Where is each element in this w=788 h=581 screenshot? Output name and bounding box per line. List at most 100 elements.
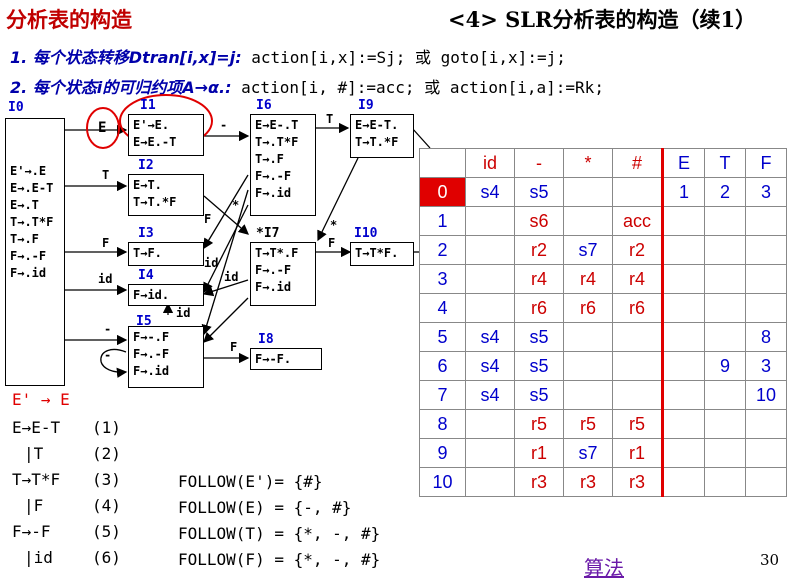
state-cell: 4 bbox=[419, 293, 466, 323]
edge-label-id-i7: id bbox=[224, 270, 239, 284]
table-cell: r6 bbox=[514, 293, 564, 323]
grammar-rule: E→E-T bbox=[12, 418, 60, 437]
state-cell: 5 bbox=[419, 322, 466, 352]
grammar-rule-num: (1) bbox=[92, 418, 121, 437]
edge-label-minus-i1-i6: - bbox=[220, 118, 228, 132]
table-cell: r6 bbox=[563, 293, 613, 323]
table-cell bbox=[745, 264, 787, 294]
state-item: E→E-.T bbox=[255, 118, 299, 132]
state-i8: F→-F. bbox=[250, 348, 322, 370]
table-cell bbox=[563, 380, 613, 410]
state-i9: E→E-T. T→T.*F bbox=[350, 114, 414, 158]
table-cell bbox=[563, 177, 613, 207]
table-cell bbox=[465, 409, 515, 439]
table-cell: r5 bbox=[514, 409, 564, 439]
state-i4: F→id. bbox=[128, 284, 204, 306]
table-cell: s5 bbox=[514, 351, 564, 381]
table-row: 2 r2 s7 r2 bbox=[419, 235, 787, 265]
state-item: F→.id bbox=[255, 186, 292, 200]
table-cell bbox=[465, 206, 515, 236]
table-cell bbox=[704, 322, 746, 352]
state-cell: 2 bbox=[419, 235, 466, 265]
edge-label-star-i2: * bbox=[232, 198, 240, 212]
state-item: F→-F. bbox=[255, 352, 292, 366]
state-item: E'→.E bbox=[10, 164, 47, 178]
edge-label-f-i7: F bbox=[328, 236, 336, 250]
table-row: 4 r6 r6 r6 bbox=[419, 293, 787, 323]
table-cell: r3 bbox=[514, 467, 564, 497]
state-item: E→.E-T bbox=[10, 181, 54, 195]
state-item: T→T*.F bbox=[255, 246, 299, 260]
table-cell bbox=[465, 293, 515, 323]
table-cell bbox=[662, 264, 705, 294]
page-number: 30 bbox=[760, 551, 780, 569]
table-row: 7 s4 s5 10 bbox=[419, 380, 787, 410]
state-label-i9: I9 bbox=[358, 98, 374, 113]
state-cell: 9 bbox=[419, 438, 466, 468]
state-item: F→.-F bbox=[133, 347, 170, 361]
table-cell: 1 bbox=[662, 177, 705, 207]
page-title: 分析表的构造 bbox=[6, 7, 132, 32]
table-header-row: id - * # E T F bbox=[419, 148, 787, 178]
grammar-rule-num: (2) bbox=[92, 444, 121, 463]
state-item: T→T*F. bbox=[355, 246, 399, 260]
table-row: 3 r4 r4 r4 bbox=[419, 264, 787, 294]
state-item: F→.id bbox=[133, 364, 170, 378]
grammar-rule-num: (4) bbox=[92, 496, 121, 515]
edge-label-f-i5: F bbox=[230, 340, 238, 354]
table-cell bbox=[704, 438, 746, 468]
table-cell bbox=[465, 438, 515, 468]
table-cell: r4 bbox=[563, 264, 613, 294]
table-cell: 3 bbox=[745, 177, 787, 207]
edge-label-id-i6: id bbox=[204, 256, 219, 270]
table-cell bbox=[662, 380, 705, 410]
edge-label-id: id bbox=[98, 272, 113, 286]
state-item: E→.T bbox=[10, 198, 39, 212]
state-i5: F→-.F F→.-F F→.id bbox=[128, 326, 204, 388]
state-i6: E→E-.T T→.T*F T→.F F→.-F F→.id bbox=[250, 114, 316, 216]
table-cell bbox=[704, 264, 746, 294]
header-cell: id bbox=[465, 148, 515, 178]
table-cell: r1 bbox=[612, 438, 664, 468]
grammar-augmented: E' → E bbox=[12, 390, 70, 409]
state-i0: E'→.E E→.E-T E→.T T→.T*F T→.F F→.-F F→.i… bbox=[5, 118, 65, 386]
grammar-rule-num: (6) bbox=[92, 548, 121, 567]
table-cell bbox=[745, 206, 787, 236]
state-item: T→.F bbox=[255, 152, 284, 166]
edge-label-f: F bbox=[102, 236, 110, 250]
edge-label-t-i6-i9: T bbox=[326, 112, 334, 126]
edge-label-minus: - bbox=[104, 322, 112, 336]
rule-1-lead: 1. 每个状态转移Dtran[i,x]=j: bbox=[10, 48, 242, 67]
state-cell: 0 bbox=[419, 177, 466, 207]
table-cell bbox=[745, 409, 787, 439]
table-row: 5 s4 s5 8 bbox=[419, 322, 787, 352]
state-label-i0: I0 bbox=[8, 100, 24, 115]
state-item: F→-.F bbox=[133, 330, 170, 344]
algorithm-link[interactable]: 算法 bbox=[584, 556, 624, 580]
table-cell: r2 bbox=[612, 235, 664, 265]
header-cell: # bbox=[612, 148, 664, 178]
state-item: F→.-F bbox=[255, 169, 292, 183]
table-cell: s5 bbox=[514, 380, 564, 410]
rule-1-body: action[i,x]:=Sj; 或 goto[i,x]:=j; bbox=[241, 48, 566, 67]
table-row: 0 s4 s5 1 2 3 bbox=[419, 177, 787, 207]
slr-table: id - * # E T F 0 s4 s5 1 2 3 1 s6 acc 2 … bbox=[419, 148, 787, 497]
state-item: F→.-F bbox=[255, 263, 292, 277]
table-cell: r3 bbox=[563, 467, 613, 497]
rule-2-lead: 2. 每个状态i的可归约项A→α.: bbox=[10, 78, 232, 97]
table-cell: s7 bbox=[563, 235, 613, 265]
table-cell bbox=[662, 235, 705, 265]
state-label-i7: *I7 bbox=[256, 226, 280, 241]
table-cell: s6 bbox=[514, 206, 564, 236]
table-cell: 8 bbox=[745, 322, 787, 352]
table-cell: r1 bbox=[514, 438, 564, 468]
grammar-rule-num: (5) bbox=[92, 522, 121, 541]
state-label-i6: I6 bbox=[256, 98, 272, 113]
state-item: T→T.*F bbox=[355, 135, 399, 149]
state-item: F→.-F bbox=[10, 249, 47, 263]
state-cell: 6 bbox=[419, 351, 466, 381]
state-label-i8: I8 bbox=[258, 332, 274, 347]
state-label-i4: I4 bbox=[138, 268, 154, 283]
state-item: T→.T*F bbox=[10, 215, 54, 229]
rule-2: 2. 每个状态i的可归约项A→α.: action[i, #]:=acc; 或 … bbox=[10, 74, 604, 98]
